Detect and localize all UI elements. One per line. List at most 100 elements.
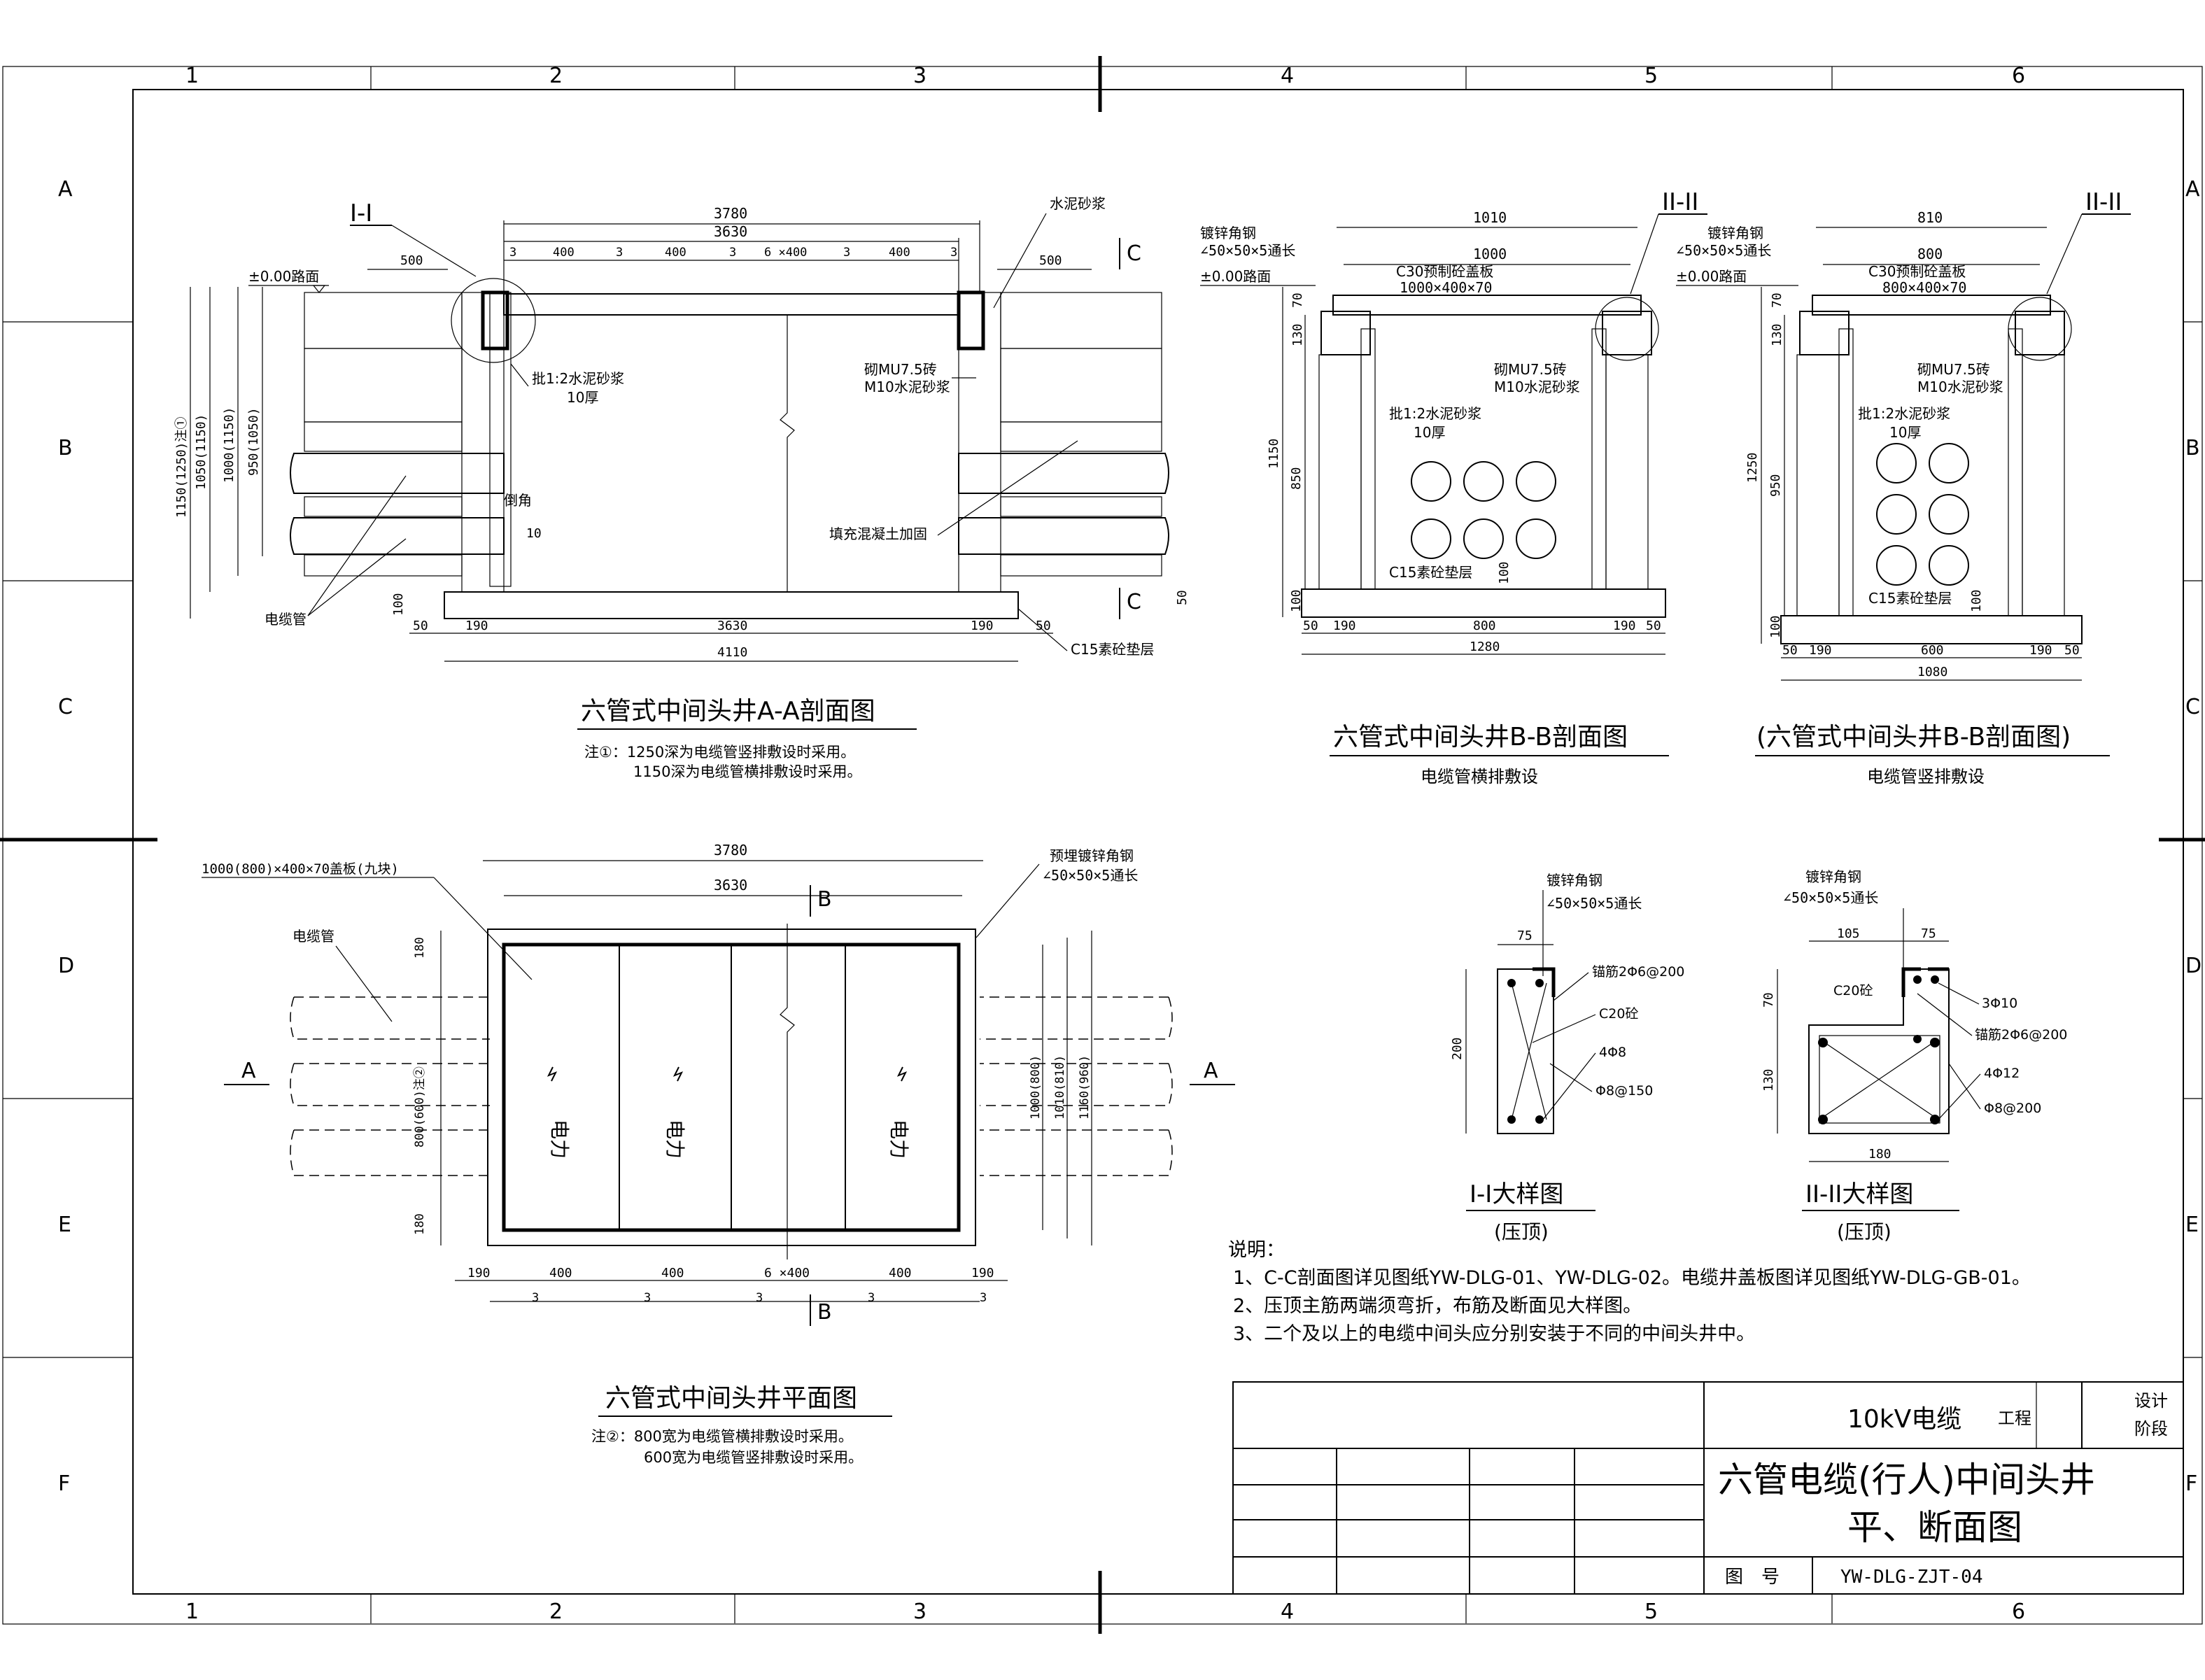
plan-note: 注②：800宽为电缆管横排敷设时采用。	[591, 1428, 853, 1445]
col-label: 5	[1644, 1600, 1658, 1624]
sheet-frame	[0, 56, 2205, 1634]
dim-right: 50	[1175, 590, 1190, 605]
dim-bottom: 190	[971, 619, 994, 633]
dim-top: 3780	[714, 842, 747, 859]
dim-gap: 3	[616, 246, 623, 260]
section-mark: II-II	[1662, 188, 1698, 216]
dim-total-bottom: 1080	[1917, 665, 1947, 679]
col-label: 3	[913, 64, 927, 88]
notes-heading: 说明：	[1228, 1239, 1285, 1261]
dim-height: 200	[1450, 1037, 1465, 1060]
dim-right: 1010(810)	[1053, 1055, 1067, 1120]
label-chamfer: 倒角	[504, 492, 532, 509]
col-label: 2	[549, 1600, 563, 1624]
drawing-title: 平、断面图	[1847, 1507, 2022, 1548]
label-plaster: 批1:2水泥砂浆	[1858, 405, 1950, 422]
label-base: C15素砼垫层	[1071, 641, 1154, 658]
label-cable-pipe: 电缆管	[265, 611, 307, 628]
dim-total: 3780	[714, 205, 747, 222]
dim-bottom: 400	[549, 1266, 572, 1280]
label-steel-spec: ∠50×50×5通长	[1547, 895, 1642, 912]
dim-left: 100	[1768, 615, 1783, 638]
label-stirrup: Φ8@150	[1595, 1083, 1653, 1099]
dim-left: 70	[1290, 292, 1305, 308]
label-embedded: 预埋镀锌角钢	[1050, 847, 1134, 864]
section-mark: II-II	[2085, 188, 2122, 216]
label-anchor: 锚筋2Φ6@200	[1975, 1027, 2067, 1043]
label-base: C15素砼垫层	[1868, 590, 1952, 607]
dim-gap: 3	[756, 1291, 763, 1305]
dim-bottom: 190	[1333, 619, 1356, 633]
label-steel-spec: ∠50×50×5通长	[1676, 242, 1771, 259]
dim-top: 3630	[714, 877, 747, 894]
project-suffix: 工程	[1998, 1409, 2031, 1428]
title-block: 10kV电缆 工程 设计 阶段 六管电缆(行人)中间头井 平、断面图 图 号 Y…	[1232, 1381, 2184, 1595]
dim-bottom: 6 ×400	[764, 1266, 810, 1280]
section-bb-horizontal: 1010 1000 C30预制砼盖板 1000×400×70 镀锌角钢 ∠50×…	[1200, 188, 1707, 786]
dim-bottom: 190	[1613, 619, 1636, 633]
col-label: 2	[549, 64, 563, 88]
dim-bottom: 50	[2064, 643, 2080, 658]
section-title: 六管式中间头井A-A剖面图	[581, 697, 875, 726]
label-anchor: 锚筋2Φ6@200	[1592, 964, 1684, 980]
label-cement-mortar: 水泥砂浆	[1050, 195, 1106, 212]
label-concrete: C20砼	[1599, 1006, 1638, 1022]
dim-bottom: 400	[661, 1266, 684, 1280]
label-mortar: M10水泥砂浆	[1917, 379, 2003, 395]
row-label: D	[2185, 954, 2202, 978]
label-steel: 镀锌角钢	[1200, 225, 1256, 241]
plan-view: 3780 3630 电力 电力 电力 A A B	[202, 842, 1235, 1466]
dim-gap: 3	[509, 246, 516, 260]
dim-left: 130	[1290, 323, 1305, 346]
label-concrete: C20砼	[1833, 983, 1873, 998]
dim-left: 130	[1770, 323, 1784, 346]
row-label: B	[2185, 436, 2200, 460]
row-label: A	[2185, 177, 2200, 202]
dim-base: 100	[1497, 561, 1512, 584]
detail-title: II-II大样图	[1805, 1180, 1913, 1208]
note-item: 2、压顶主筋两端须弯折，布筋及断面见大样图。	[1233, 1295, 1642, 1317]
mark-b: B	[817, 887, 832, 912]
dim-left: 800(600)注②	[413, 1066, 427, 1148]
dim-gap: 3	[729, 246, 736, 260]
label-plaster: 批1:2水泥砂浆	[532, 370, 624, 387]
detail-subtitle: (压顶)	[1837, 1220, 1891, 1243]
dim-gap: 3	[644, 1291, 651, 1305]
dim-panel: 6 ×400	[764, 246, 807, 260]
dim-base: 100	[391, 593, 406, 616]
note-item: 3、二个及以上的电缆中间头应分别安装于不同的中间头井中。	[1233, 1323, 1755, 1345]
dim-bottom: 3630	[717, 619, 747, 633]
dim-height-a: 70	[1761, 992, 1776, 1008]
label-cover-note: 1000(800)×400×70盖板(九块)	[202, 861, 399, 877]
label-cable-pipe: 电缆管	[293, 928, 334, 945]
dim-bottom: 50	[1782, 643, 1798, 658]
label-main-bar: 4Φ8	[1599, 1045, 1626, 1060]
detail-2: 镀锌角钢 ∠50×50×5通长 105 75 70 130 180 C20砼 3…	[1761, 868, 2067, 1243]
plan-note: 600宽为电缆管竖排敷设时采用。	[644, 1449, 863, 1466]
dim-bottom: 50	[1646, 619, 1661, 633]
dim-base: 100	[1969, 589, 1984, 612]
dim-offset-right: 500	[1039, 253, 1062, 268]
dim-gap: 3	[950, 246, 957, 260]
plan-title: 六管式中间头井平面图	[605, 1384, 857, 1413]
drawing-title: 六管电缆(行人)中间头井	[1718, 1460, 2095, 1500]
dim-bottom: 800	[1473, 619, 1496, 633]
label-brick: 砌MU7.5砖	[1917, 361, 1990, 378]
dim-bottom: 180	[1868, 1147, 1891, 1162]
dim-left: 850	[1289, 467, 1304, 490]
dim-gap: 3	[980, 1291, 987, 1305]
section-bb-vertical: 810 800 C30预制砼盖板 800×400×70 镀锌角钢 ∠50×50×…	[1676, 188, 2131, 786]
col-label: 1	[185, 64, 199, 88]
row-label: A	[58, 177, 73, 202]
col-label: 6	[2012, 1600, 2025, 1624]
col-label: 5	[1644, 64, 1658, 88]
dim-gap: 3	[532, 1291, 539, 1305]
mark-b: B	[817, 1300, 832, 1325]
label-base: C15素砼垫层	[1389, 564, 1472, 581]
dim-left: 70	[1770, 292, 1784, 308]
dim-top: 1010	[1473, 209, 1507, 226]
row-label: F	[58, 1471, 70, 1496]
label-cover-size: 800×400×70	[1882, 279, 1966, 296]
section-mark: I-I	[350, 199, 372, 227]
